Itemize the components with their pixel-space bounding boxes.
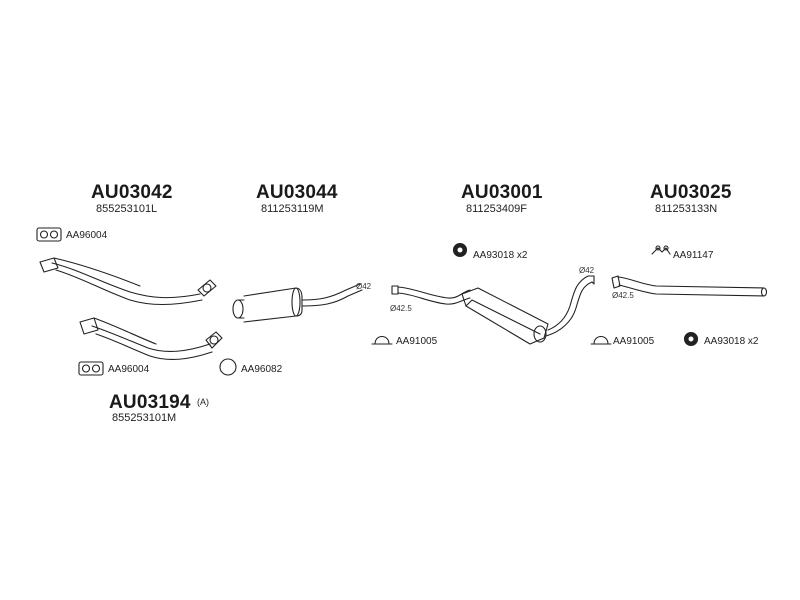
middle-silencer-au03044 <box>232 283 363 323</box>
label-ring: AA96082 <box>241 364 283 375</box>
gasket-top-icon <box>36 227 62 242</box>
part-code-au03025: AU03025 <box>650 182 732 203</box>
front-pipe-au03042 <box>39 257 217 305</box>
diameter-tail-in: Ø42.5 <box>612 291 634 300</box>
diameter-mid-pipe-out: Ø42 <box>356 282 372 291</box>
part-code-au03194: AU03194 <box>109 392 191 413</box>
clamp-left-icon <box>371 335 393 345</box>
label-hanger: AA91147 <box>673 250 714 261</box>
part-code-au03044: AU03044 <box>256 182 338 203</box>
oe-number-au03025: 811253133N <box>655 203 718 215</box>
label-gasket-top: AA96004 <box>66 230 108 241</box>
rubber-mount-right-icon <box>683 331 699 347</box>
diameter-rear-in: Ø42.5 <box>390 304 412 313</box>
label-rubber-mount-right: AA93018 x2 <box>704 336 759 347</box>
rubber-mount-mid-icon <box>452 242 468 258</box>
front-pipe-au03194 <box>79 317 223 360</box>
oe-number-au03001: 811253409F <box>466 203 527 215</box>
label-rubber-mount-mid: AA93018 x2 <box>473 250 528 261</box>
label-gasket-bottom: AA96004 <box>108 364 150 375</box>
part-code-au03001: AU03001 <box>461 182 543 203</box>
rear-silencer-au03001 <box>391 275 595 345</box>
part-code-au03194-suffix: (A) <box>197 397 209 407</box>
part-code-au03042: AU03042 <box>91 182 173 203</box>
gasket-bottom-icon <box>78 361 104 376</box>
diameter-rear-out: Ø42 <box>579 266 595 275</box>
tail-pipe-au03025 <box>611 275 768 297</box>
ring-icon <box>219 358 237 376</box>
oe-number-au03042: 855253101L <box>96 203 158 215</box>
oe-number-au03044: 811253119M <box>261 203 324 215</box>
hanger-icon <box>651 245 671 255</box>
oe-number-au03194: 855253101M <box>112 412 177 424</box>
label-clamp-right: AA91005 <box>613 336 655 347</box>
label-clamp-left: AA91005 <box>396 336 438 347</box>
clamp-right-icon <box>590 335 612 345</box>
